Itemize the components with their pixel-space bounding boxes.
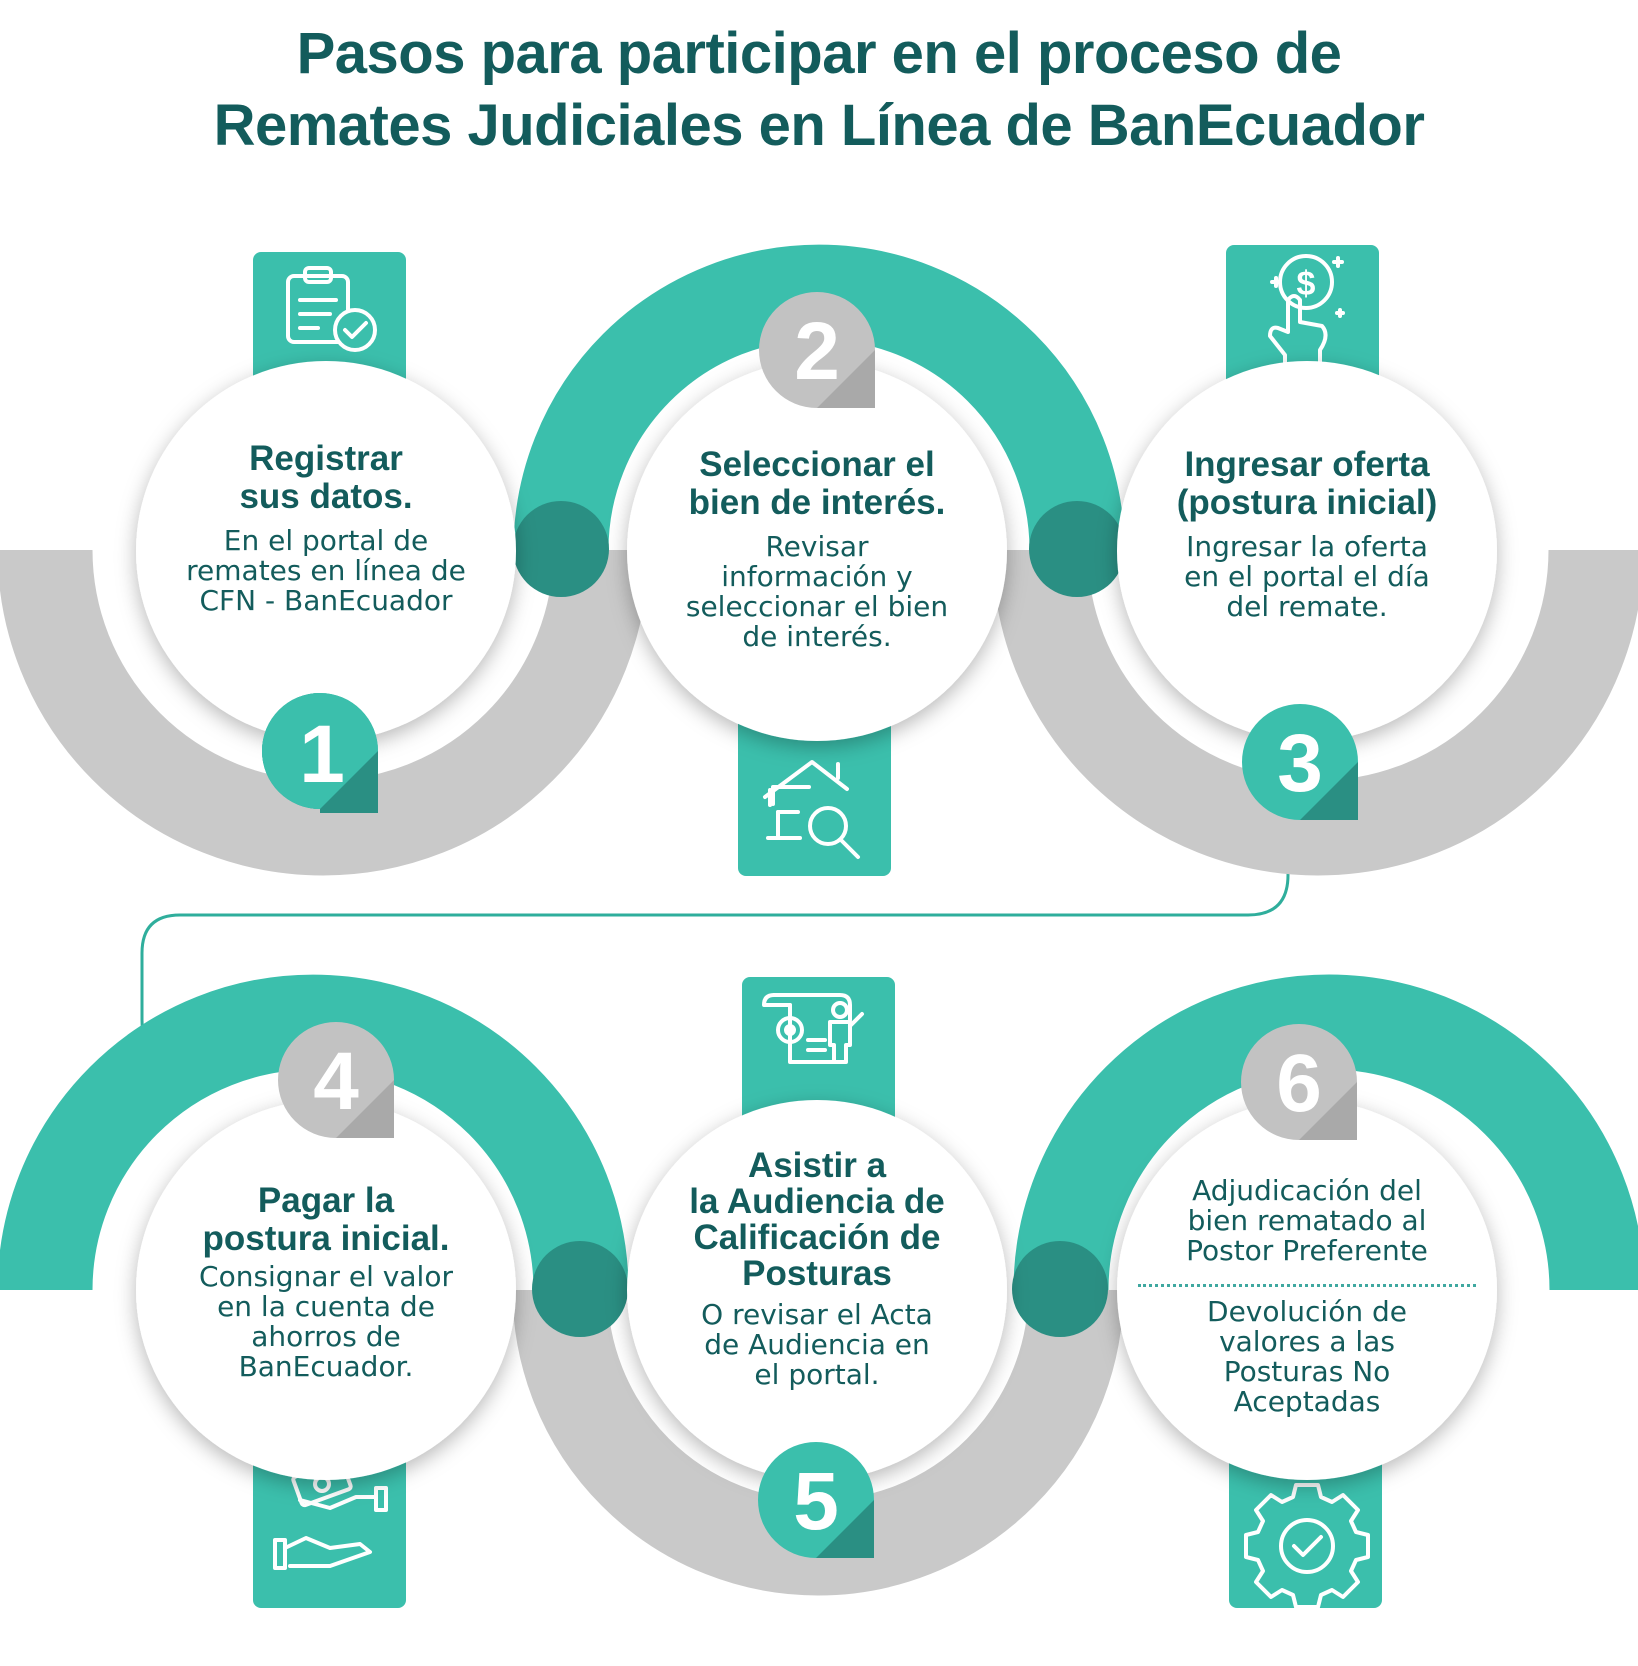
- arc-joint: [513, 501, 609, 597]
- arc-joint: [1012, 1241, 1108, 1337]
- svg-text:$: $: [1297, 265, 1316, 303]
- step-2-description: Revisar información y seleccionar el bie…: [685, 530, 949, 653]
- step-circle-1: [136, 361, 516, 741]
- step-5-title: Asistir a la Audiencia de Calificación d…: [689, 1146, 945, 1293]
- step-number-5: 5: [793, 1456, 839, 1547]
- step-circle-6: [1117, 1100, 1497, 1480]
- step-circle-3: [1117, 361, 1497, 741]
- step-number-3: 3: [1277, 718, 1323, 809]
- step-circle-2: [627, 361, 1007, 741]
- tap-coin-icon: $: [1268, 254, 1345, 370]
- title-line-2: Remates Judiciales en Línea de BanEcuado…: [213, 93, 1425, 158]
- dotted-divider: [1138, 1284, 1476, 1287]
- page-title: Pasos para participar en el proceso de R…: [0, 18, 1638, 162]
- step-circle-5: [627, 1100, 1007, 1480]
- arc-step-4: [0, 974, 629, 1291]
- number-badge-3: 3: [1242, 704, 1358, 820]
- step-3-text: Ingresar oferta (postura inicial) Ingres…: [1132, 446, 1482, 622]
- arc-step-6: [1013, 974, 1638, 1291]
- step-1-description: En el portal de remates en línea de CFN …: [186, 524, 466, 617]
- number-badge-4: 4: [278, 1022, 394, 1138]
- step-number-6: 6: [1276, 1038, 1322, 1129]
- step-4-text: Pagar la postura inicial. Consignar el v…: [156, 1182, 496, 1382]
- arc-step-3: [992, 549, 1638, 876]
- step-3-title: Ingresar oferta (postura inicial): [1176, 445, 1438, 522]
- step-circle-4: [136, 1100, 516, 1480]
- step-number-2: 2: [794, 306, 840, 397]
- number-badge-2: 2: [759, 292, 875, 408]
- step-6-description-2: Devolución de valores a las Posturas No …: [1207, 1295, 1407, 1418]
- step-number-4: 4: [313, 1036, 359, 1127]
- step-6-text: Adjudicación del bien rematado al Postor…: [1132, 1176, 1482, 1417]
- number-badge-5: 5: [758, 1442, 874, 1558]
- number-badge-6: 6: [1241, 1024, 1357, 1140]
- clipboard-check-icon: [286, 266, 377, 352]
- step-5-description: O revisar el Acta de Audiencia en el por…: [701, 1298, 933, 1391]
- step-1-text: Registrar sus datos. En el portal de rem…: [156, 440, 496, 616]
- step-4-description: Consignar el valor en la cuenta de ahorr…: [199, 1260, 453, 1383]
- gear-check-icon: [1244, 1483, 1370, 1609]
- step-2-text: Seleccionar el bien de interés. Revisar …: [642, 446, 992, 652]
- step-5-text: Asistir a la Audiencia de Calificación d…: [642, 1148, 992, 1390]
- arc-joint: [1029, 501, 1125, 597]
- step-6-description: Adjudicación del bien rematado al Postor…: [1186, 1174, 1428, 1267]
- step-number-1: 1: [299, 709, 345, 800]
- title-line-1: Pasos para participar en el proceso de: [296, 21, 1342, 86]
- step-3-description: Ingresar la oferta en el portal el día d…: [1184, 530, 1430, 623]
- presentation-gear-icon: [762, 993, 864, 1064]
- step-4-title: Pagar la postura inicial.: [202, 1181, 450, 1258]
- house-search-icon: [763, 760, 860, 859]
- step-2-title: Seleccionar el bien de interés.: [688, 445, 946, 522]
- icon-tab-6: [1229, 1443, 1382, 1608]
- step-1-title: Registrar sus datos.: [239, 439, 413, 516]
- arc-joint: [532, 1241, 628, 1337]
- arc-step-1: [0, 549, 649, 876]
